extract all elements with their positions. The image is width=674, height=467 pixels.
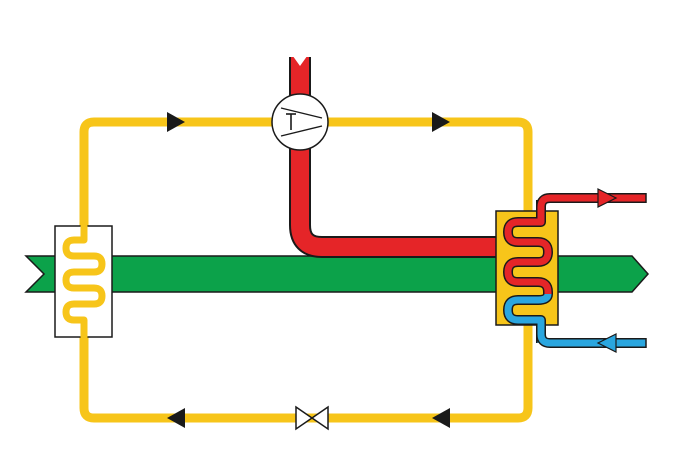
cold-water-coil: [504, 293, 552, 343]
evaporator-coil-icon: [62, 222, 106, 341]
flow-arrow-top-right: [432, 112, 450, 132]
hot-water-out-arrow: [597, 188, 618, 208]
flow-arrow-bottom-right: [432, 408, 450, 428]
air-stream-arrow: [24, 255, 650, 293]
hot-pipe-inlet-notch: [290, 52, 310, 66]
hot-pipe-outline: [289, 57, 500, 258]
cold-water-in-arrow: [596, 333, 617, 353]
hot-water-coil: [504, 200, 552, 296]
compressor-icon: [271, 93, 329, 151]
cold-water-in-pipe: [537, 328, 646, 347]
expansion-valve-icon: [295, 405, 329, 431]
hot-pipe: [291, 57, 502, 256]
hot-water-out-pipe: [537, 194, 646, 212]
flow-arrow-bottom-left: [167, 408, 185, 428]
flow-arrow-top-left: [167, 112, 185, 132]
